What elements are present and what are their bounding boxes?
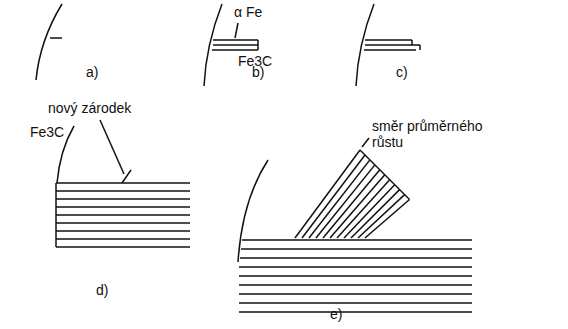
phase-label: Fe3C	[30, 124, 64, 140]
panel-letter: a)	[86, 64, 98, 80]
nucleus	[50, 37, 62, 39]
annotation-label: nový zárodek	[48, 100, 131, 116]
lamellae	[212, 40, 258, 50]
lamellae	[364, 40, 420, 50]
grain-boundary	[238, 160, 268, 262]
panel-letter: d)	[96, 282, 108, 298]
panel-letter: b)	[252, 64, 264, 80]
leader-line	[362, 138, 369, 147]
inclined-colony	[295, 150, 410, 238]
panel-letter: e)	[330, 306, 342, 322]
lamellae	[239, 240, 472, 312]
phase-label: α Fe	[234, 4, 262, 20]
panel-letter: c)	[396, 64, 408, 80]
leader-line	[235, 23, 238, 38]
annotation-label: směr průměrného růstu	[372, 118, 492, 150]
grain-boundary	[36, 4, 62, 80]
leader-line	[100, 120, 124, 174]
lamellae	[56, 183, 190, 247]
